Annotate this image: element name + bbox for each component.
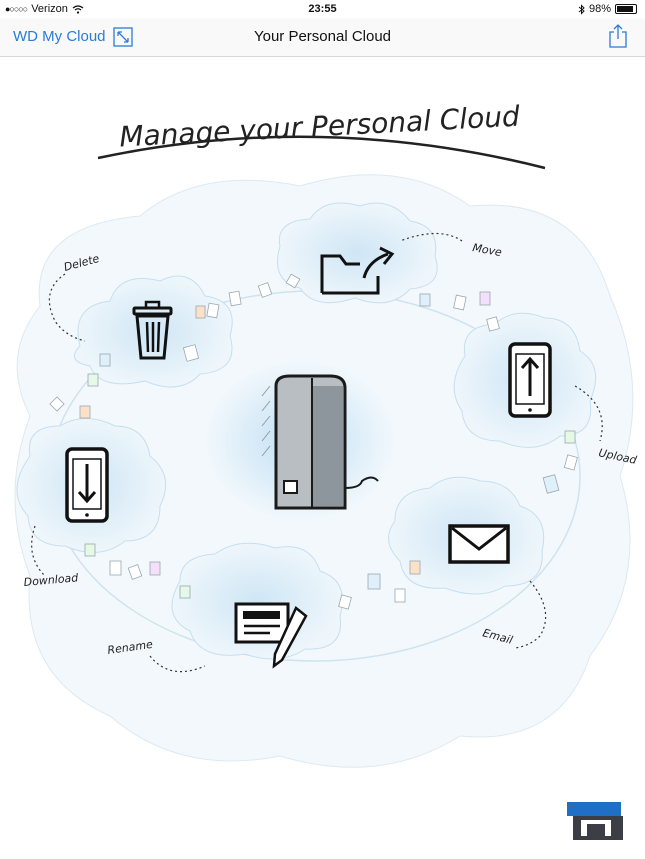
status-right: 98% [578,3,637,15]
battery-icon [615,4,637,14]
signal-icon: ●○○○○ [5,4,28,14]
label-move: Move [471,241,503,259]
status-left: ●○○○○ Verizon [5,3,84,15]
battery-percent: 98% [588,3,611,15]
share-icon[interactable] [608,24,628,48]
trash-icon [132,300,173,360]
my-cloud-drive [261,374,379,510]
dotted-connectors [31,232,603,673]
back-button[interactable]: WD My Cloud [13,28,106,45]
battery-fill [617,6,633,12]
floating-file-icons [49,273,578,610]
heading-underline [97,135,546,170]
cloud-rename [171,542,343,660]
wifi-icon [72,4,84,14]
folder-move-icon [320,246,395,295]
cloud-move [277,202,438,304]
phone-download-icon [65,447,109,523]
envelope-icon [448,524,510,564]
label-rename: Rename [107,638,154,657]
rename-card-icon [234,602,308,669]
phone-upload-icon [508,342,552,418]
expand-icon[interactable] [113,27,133,47]
label-download: Download [23,571,80,589]
watermark-logo [567,802,623,840]
status-bar: ●○○○○ Verizon 23:55 98% [0,0,645,18]
navigation-bar: WD My Cloud Your Personal Cloud [0,18,645,57]
bluetooth-icon [578,3,585,15]
clock: 23:55 [308,3,337,15]
personal-cloud-illustration: Manage your Personal Cloud [14,100,639,768]
drive-light [283,480,298,494]
carrier-label: Verizon [31,3,68,15]
drive-cable [344,476,379,489]
page-title: Your Personal Cloud [253,28,392,45]
